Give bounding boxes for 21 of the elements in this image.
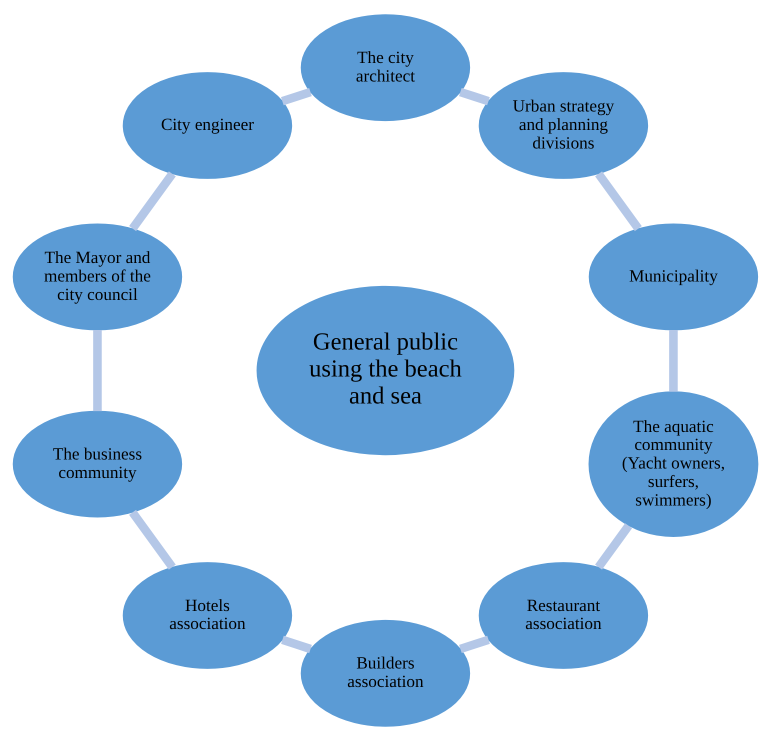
node-ellipse: The Mayor and members of the city council: [12, 224, 182, 330]
connector: [129, 171, 176, 232]
node-ellipse: General public using the beach and sea: [256, 286, 514, 456]
node-ellipse: Municipality: [588, 224, 758, 330]
connector: [595, 171, 642, 232]
node-ellipse: Hotels association: [122, 562, 292, 669]
connector: [595, 523, 632, 570]
node-ellipse: City engineer: [122, 72, 292, 179]
connector: [459, 88, 490, 106]
connector: [459, 636, 490, 654]
node-ellipse: The city architect: [300, 14, 470, 122]
connector: [281, 88, 312, 106]
connector: [669, 330, 678, 392]
node-ellipse: The business community: [12, 410, 182, 518]
node-ellipse: The aquatic community (Yacht owners, surfers, swimmers): [588, 391, 758, 537]
node-ellipse: Urban strategy and planning divisions: [478, 72, 648, 179]
connector: [93, 330, 102, 412]
connector: [129, 510, 176, 570]
node-ellipse: Builders association: [300, 620, 470, 727]
connector: [281, 636, 312, 654]
node-ellipse: Restaurant association: [478, 562, 648, 669]
